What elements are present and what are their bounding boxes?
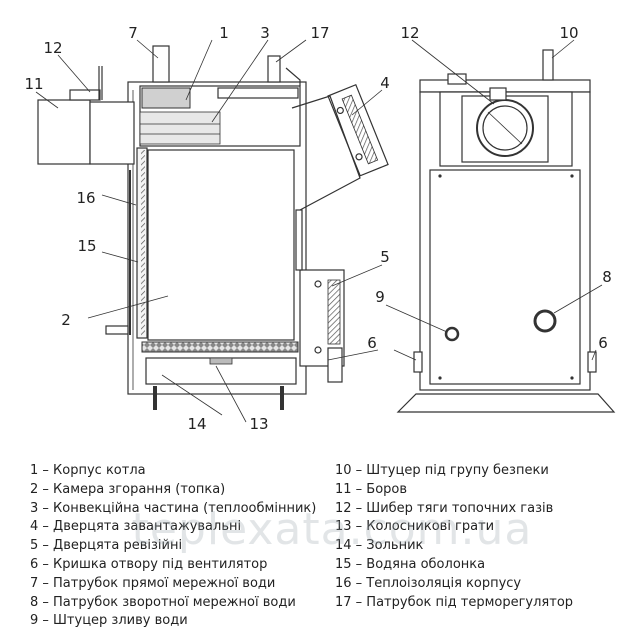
safety-group-fitting [542, 49, 554, 81]
thermostat-pipe [267, 55, 281, 83]
front-view [396, 49, 616, 413]
legend-item: 17 – Патрубок під терморегулятор [335, 594, 574, 610]
callout-6-left: 6 [367, 334, 377, 352]
front-base [396, 393, 616, 413]
callout-2: 2 [61, 311, 71, 329]
legend-column-right: 10 – Штуцер під групу безпеки 11 – Боров… [335, 462, 635, 612]
legend-column-left: 1 – Корпус котла 2 – Камера згорання (то… [30, 462, 330, 631]
legend-item: 1 – Корпус котла [30, 463, 146, 478]
legend-item: 5 – Дверцята ревізійні [30, 538, 183, 554]
supply-pipe [152, 45, 170, 83]
legend: 1 – Корпус котла 2 – Камера згорання (то… [0, 462, 640, 628]
callout-labels: 1 2 3 4 5 6 6 7 8 9 10 11 12 12 13 14 15… [24, 24, 611, 433]
legend-item: 13 – Колосникові грати [335, 519, 495, 535]
legend-item: 3 – Конвекційна частина (теплообмінник) [30, 500, 317, 516]
legend-item: 2 – Камера згорання (топка) [30, 481, 226, 497]
leader-lines [35, 39, 603, 423]
fan-hole-cover [327, 347, 343, 383]
callout-17: 17 [310, 24, 329, 42]
callout-6-right: 6 [598, 334, 608, 352]
legend-item: 4 – Дверцята завантажувальні [30, 519, 242, 535]
fire-grate [141, 341, 299, 353]
drain-fitting [444, 326, 460, 342]
legend-item: 15 – Водяна оболонка [335, 556, 486, 572]
legend-item: 12 – Шибер тяги топочних газів [335, 500, 554, 516]
callout-15: 15 [77, 237, 96, 255]
boiler-casing [127, 81, 307, 395]
callout-11: 11 [24, 75, 43, 93]
callout-8: 8 [602, 268, 612, 286]
callout-9: 9 [375, 288, 385, 306]
watermark: teplexata.com.ua [131, 504, 533, 555]
return-pipe [533, 309, 557, 333]
callout-13: 13 [249, 415, 268, 433]
boiler-diagram: 1 2 3 4 5 6 6 7 8 9 10 11 12 12 13 14 15… [24, 24, 616, 433]
callout-10: 10 [559, 24, 578, 42]
callout-5: 5 [380, 248, 390, 266]
flue-damper [69, 89, 101, 101]
legend-item: 11 – Боров [335, 481, 408, 497]
callout-3: 3 [260, 24, 270, 42]
legend-item: 7 – Патрубок прямої мережної води [30, 575, 276, 591]
callout-4: 4 [380, 74, 390, 92]
callout-12-left: 12 [43, 39, 62, 57]
legend-item: 8 – Патрубок зворотної мережної води [30, 594, 296, 610]
callout-12-right: 12 [400, 24, 419, 42]
combustion-chamber [147, 149, 295, 341]
section-view [37, 45, 389, 410]
callout-16: 16 [76, 189, 95, 207]
front-panel [429, 169, 581, 385]
legend-item: 10 – Штуцер під групу безпеки [335, 463, 549, 478]
callout-7: 7 [128, 24, 138, 42]
callout-14: 14 [187, 415, 206, 433]
flue [37, 99, 91, 165]
legend-item: 9 – Штуцер зливу води [30, 613, 188, 629]
callout-1: 1 [219, 24, 229, 42]
legend-item: 6 – Кришка отвору під вентилятор [30, 556, 268, 572]
legend-item: 16 – Теплоізоляція корпусу [335, 575, 522, 591]
legend-item: 14 – Зольник [335, 538, 424, 554]
